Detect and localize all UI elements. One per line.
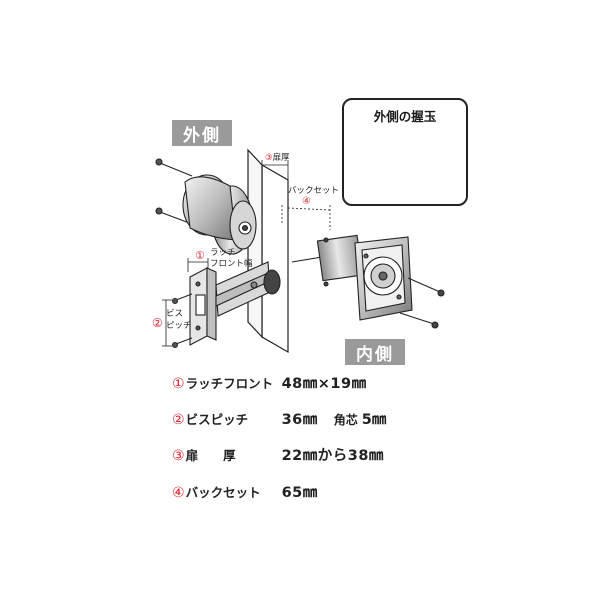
door-slab	[247, 148, 289, 354]
callout-backset-num: ④	[302, 196, 311, 207]
inner-side-tag: 内側	[345, 339, 405, 365]
callout-thickness-num: ③	[265, 153, 273, 163]
callout-pitch-line2: ピッチ	[166, 321, 192, 331]
spec-num: ②	[172, 412, 185, 428]
spec-name: バックセット	[185, 485, 261, 500]
inner-screws	[323, 237, 445, 329]
spec-value: 36㎜	[281, 412, 318, 428]
dim-backset	[281, 205, 331, 230]
latch-assembly	[189, 261, 281, 346]
spec-name: ラッチフロント	[185, 376, 274, 391]
callout-pitch-line1: ビス	[166, 309, 184, 319]
outer-side-tag: 外側	[172, 120, 232, 146]
spec-value: 48㎜×19㎜	[281, 376, 367, 392]
dim-latch-front	[187, 258, 209, 272]
callout-latch-line2: フロント幅	[210, 259, 253, 269]
spec-name: 扉 厚	[185, 448, 236, 463]
callout-pitch-num: ②	[152, 316, 163, 330]
spec-num: ①	[172, 376, 185, 392]
inner-rose	[291, 234, 413, 321]
callout-thickness-text: 扉厚	[272, 153, 290, 163]
dim-screw-pitch	[162, 299, 172, 347]
latch-screws	[172, 293, 193, 348]
outer-screws	[155, 158, 193, 225]
spec-value: 22㎜から38㎜	[281, 448, 384, 464]
callout-latch-line1: ラッチ	[210, 248, 236, 258]
spec-extra-value: 5㎜	[361, 412, 387, 428]
spec-num: ③	[172, 448, 185, 464]
callout-thickness: ③扉厚	[265, 151, 290, 163]
callout-latch-num: ①	[195, 249, 205, 262]
inset-title: 外側の握玉	[373, 109, 437, 124]
spec-extra-label: 角芯	[333, 413, 358, 427]
spec-name: ビスピッチ	[185, 412, 249, 427]
dim-thickness	[261, 160, 289, 180]
spec-row-latch-front: ① ラッチフロント 48㎜×19㎜	[172, 372, 367, 393]
spec-row-backset: ④ バックセット 65㎜	[172, 481, 318, 502]
spec-num: ④	[172, 485, 185, 501]
spec-row-door-thickness: ③ 扉 厚 22㎜から38㎜	[172, 444, 384, 465]
spec-row-screw-pitch: ② ビスピッチ 36㎜ 角芯 5㎜	[172, 408, 386, 429]
callout-backset-text: バックセット	[288, 186, 340, 196]
outer-knob	[182, 174, 257, 255]
spec-value: 65㎜	[281, 485, 318, 501]
outer-knob-inset: 外側の握玉	[342, 98, 468, 206]
